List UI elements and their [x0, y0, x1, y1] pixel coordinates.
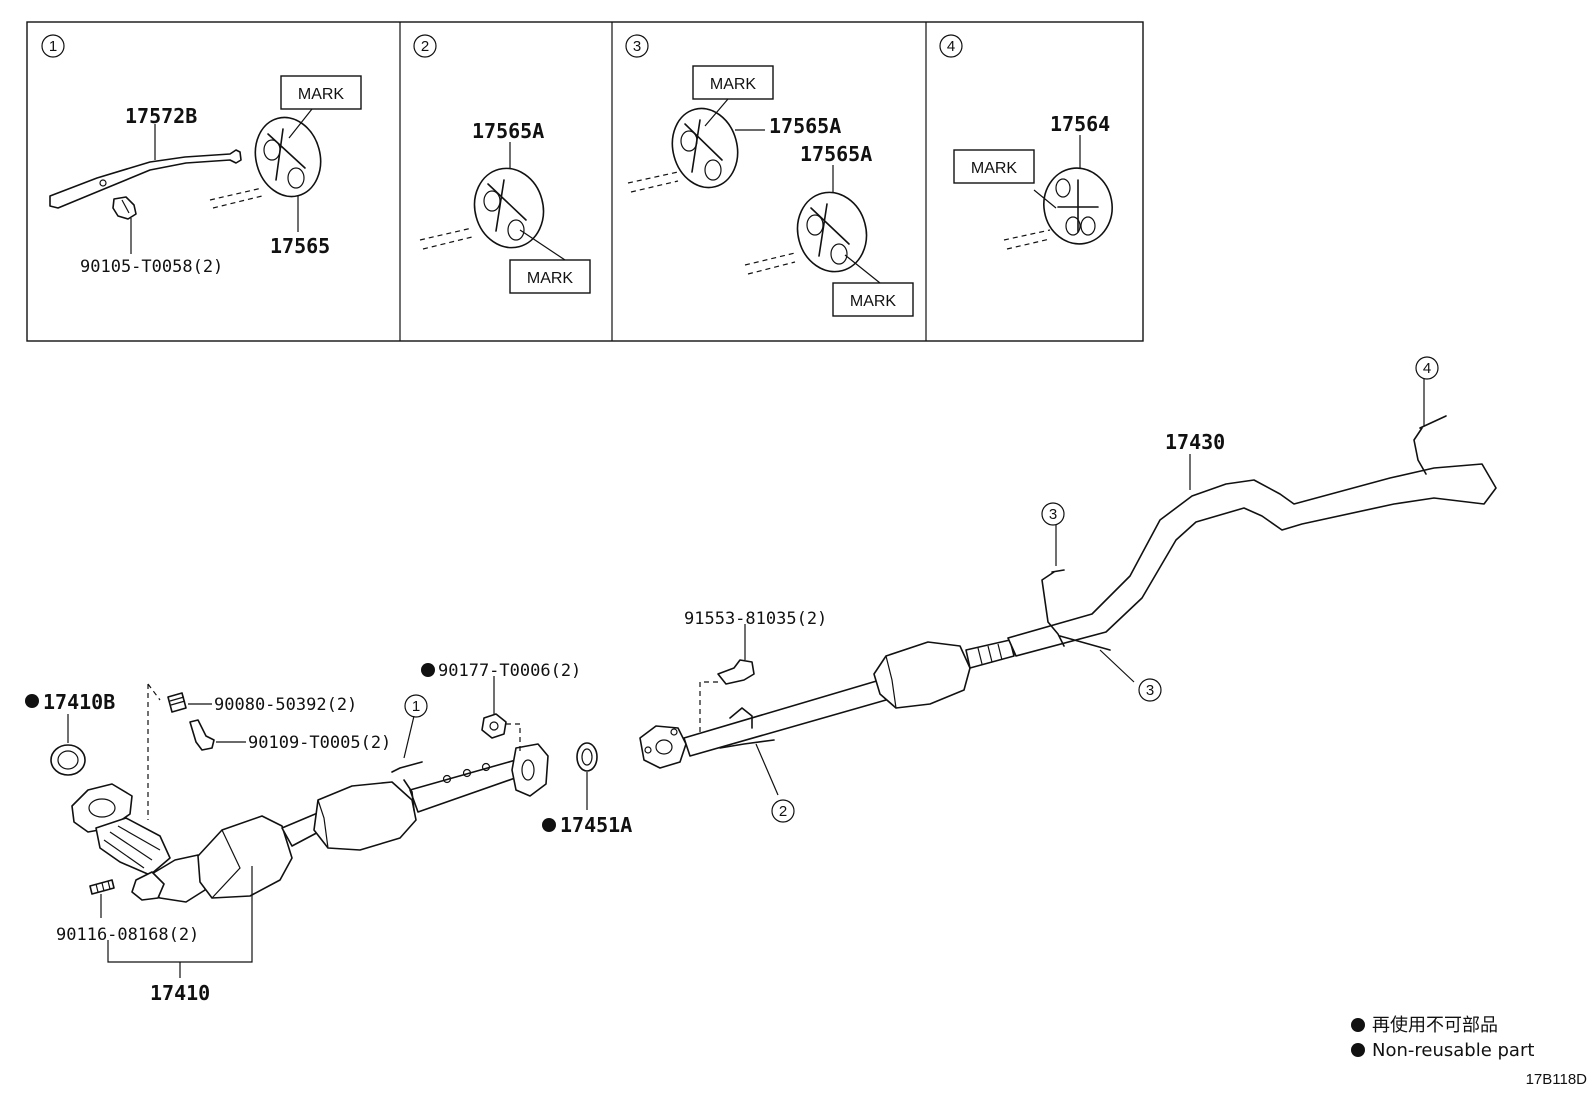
mark-box	[953, 149, 1035, 184]
panel-1-number: 1	[49, 38, 57, 55]
rubber-hanger-icon	[473, 167, 545, 249]
part-label-90080-50392: 90080-50392(2)	[214, 695, 357, 715]
part-label-90105-T0058: 90105-T0058(2)	[80, 257, 223, 277]
rubber-hanger-icon	[254, 116, 322, 198]
callout-2: 2	[779, 803, 787, 820]
mark-box	[692, 65, 774, 100]
part-label-17410B: 17410B	[43, 690, 115, 714]
mark-box	[832, 282, 914, 317]
legend-english: Non-reusable part	[1372, 1040, 1534, 1061]
part-label-17565A: 17565A	[472, 119, 544, 143]
gasket-17451A	[576, 742, 598, 810]
front-pipe-converter-17410	[71, 715, 549, 903]
part-label-90177-T0006: 90177-T0006(2)	[438, 661, 581, 681]
part-label-17430: 17430	[1165, 430, 1225, 454]
tail-pipe-17430	[639, 378, 1497, 796]
nut-icon	[481, 713, 507, 739]
callout-3a-circle	[1041, 502, 1065, 526]
rubber-hanger-icon	[1043, 167, 1113, 245]
mark-label: MARK	[298, 86, 345, 103]
part-label-17410: 17410	[150, 981, 210, 1005]
part-label-90109-T0005: 90109-T0005(2)	[248, 733, 391, 753]
rubber-hanger-icon	[671, 107, 739, 189]
callout-1-circle	[404, 694, 428, 718]
panel-4: 4 17564 MARK	[939, 34, 1113, 250]
part-label-17565A-lower: 17565A	[800, 142, 872, 166]
mark-label: MARK	[850, 293, 897, 310]
gasket-17410B	[50, 714, 86, 776]
stud-bolt-icon	[167, 692, 187, 713]
non-reusable-dot	[421, 663, 435, 677]
part-label-17572B: 17572B	[125, 104, 197, 128]
panel-4-number: 4	[947, 38, 955, 55]
bolt-icon	[189, 719, 215, 751]
hanger-bracket	[49, 149, 242, 209]
non-reusable-dot	[1351, 1018, 1365, 1032]
non-reusable-dot	[25, 694, 39, 708]
callout-3b: 3	[1146, 682, 1154, 699]
part-label-17451A: 17451A	[560, 813, 632, 837]
part-label-17565: 17565	[270, 234, 330, 258]
panel-2-number: 2	[421, 38, 429, 55]
part-label-90116-08168: 90116-08168(2)	[56, 925, 199, 945]
legend-japanese: 再使用不可部品	[1372, 1015, 1498, 1036]
callout-2-circle	[771, 799, 795, 823]
part-label-91553-81035: 91553-81035(2)	[684, 609, 827, 629]
callout-1: 1	[412, 698, 420, 715]
part-label-17564: 17564	[1050, 112, 1110, 136]
mark-box	[509, 259, 591, 294]
rubber-hanger-icon	[796, 191, 868, 273]
bolt-icon	[717, 659, 755, 685]
mark-label: MARK	[527, 270, 574, 287]
callout-3a: 3	[1049, 506, 1057, 523]
callout-3b-circle	[1138, 678, 1162, 702]
panel-3: 3 MARK 17565A 17565A	[625, 34, 914, 317]
panel-3-number: 3	[633, 38, 641, 55]
mark-box	[280, 75, 362, 110]
callout-4: 4	[1423, 360, 1431, 377]
bolt-icon	[112, 196, 137, 220]
non-reusable-dot	[542, 818, 556, 832]
stud-bolt-icon	[89, 879, 115, 895]
part-label-17565A-upper: 17565A	[769, 114, 841, 138]
panel-2: 2 17565A MARK	[413, 34, 591, 294]
diagram-code: 17B118D	[1526, 1071, 1588, 1088]
mark-label: MARK	[710, 76, 757, 93]
detail-panels: 1 MARK 17572B	[26, 21, 1144, 342]
main-exhaust-diagram: 17410B	[25, 356, 1497, 1005]
mark-label: MARK	[971, 160, 1018, 177]
callout-4-circle	[1415, 356, 1439, 380]
legend: 再使用不可部品 Non-reusable part 17B118D	[1351, 1015, 1587, 1088]
non-reusable-dot	[1351, 1043, 1365, 1057]
panel-1: 1 MARK 17572B	[41, 34, 362, 277]
